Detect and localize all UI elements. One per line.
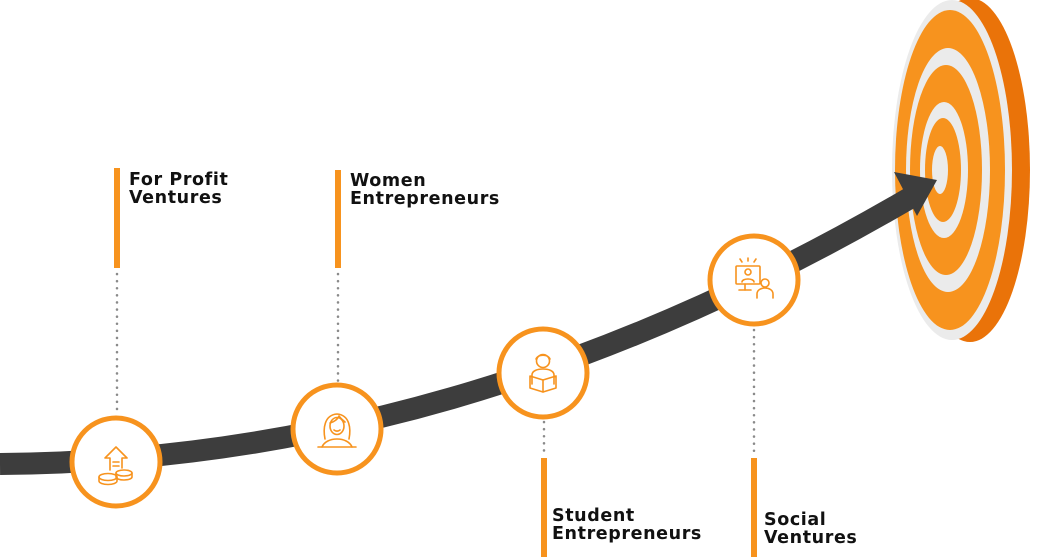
target-icon <box>892 0 1030 342</box>
bar-social-ventures <box>751 458 757 557</box>
label-line: Ventures <box>129 188 223 208</box>
milestone-for-profit-ventures <box>69 415 163 509</box>
label-line: Ventures <box>764 528 858 548</box>
label-for-profit-ventures: For Profit Ventures <box>129 171 228 207</box>
online-meeting-icon <box>735 257 774 299</box>
bar-women-entrepreneurs <box>335 170 341 268</box>
label-women-entrepreneurs: Women Entrepreneurs <box>350 172 500 208</box>
coins-growth-icon <box>98 446 133 486</box>
label-social-ventures: Social Ventures <box>764 511 857 547</box>
label-line: Women <box>350 171 427 191</box>
label-line: Social <box>764 510 827 530</box>
milestone-student-entrepreneurs <box>496 326 590 420</box>
label-line: Student <box>552 506 635 526</box>
growth-arrow <box>0 172 937 475</box>
label-line: Entrepreneurs <box>350 189 500 209</box>
label-student-entrepreneurs: Student Entrepreneurs <box>552 507 702 543</box>
woman-icon <box>317 413 357 448</box>
bar-student-entrepreneurs <box>541 458 547 557</box>
student-reading-icon <box>529 353 557 393</box>
label-line: For Profit <box>129 170 229 190</box>
label-line: Entrepreneurs <box>552 524 702 544</box>
milestone-women-entrepreneurs <box>290 382 384 476</box>
bar-for-profit-ventures <box>114 168 120 268</box>
arrow-head <box>894 172 937 216</box>
milestone-social-ventures <box>707 233 801 327</box>
